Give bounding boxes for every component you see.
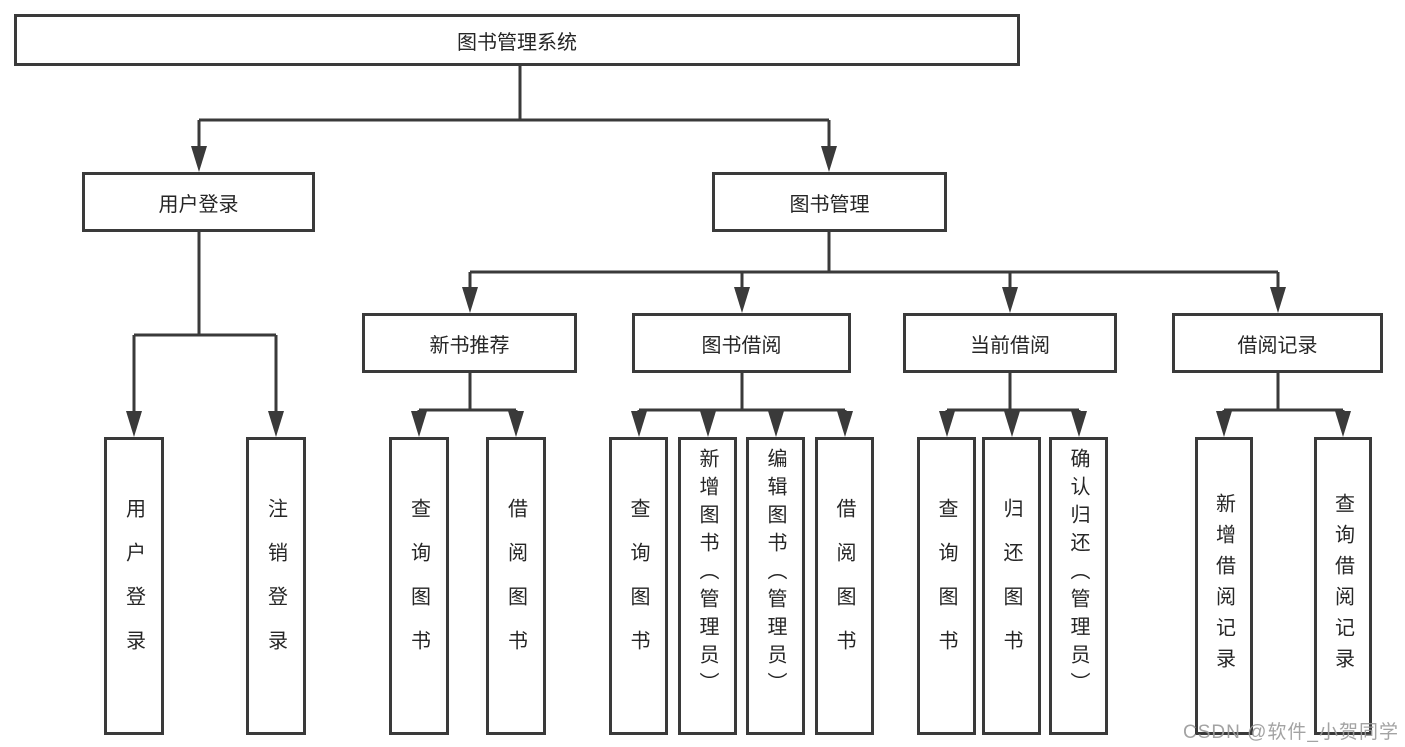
node-library-management-system: 图书管理系统 [14,14,1020,66]
node-label: 新书推荐 [429,334,510,357]
node-label: 图书管理系统 [457,31,577,54]
leaf-label: 新增借阅记录 [1212,493,1235,679]
node-label: 图书借阅 [701,334,782,357]
node-borrowing-records: 借阅记录 [1172,313,1383,373]
leaf-label: 查询图书 [627,498,649,674]
leaf-label: 编辑图书（管理员） [764,448,786,700]
node-book-management: 图书管理 [712,172,947,232]
leaf-borrow-books: 借阅图书 [815,437,874,735]
node-book-borrowing: 图书借阅 [632,313,851,373]
leaf-query-borrowing-record: 查询借阅记录 [1314,437,1372,735]
leaf-query-books: 查询图书 [389,437,449,735]
node-label: 图书管理 [789,193,870,216]
leaf-return-books: 归还图书 [982,437,1041,735]
leaf-add-borrowing-record: 新增借阅记录 [1195,437,1253,735]
leaf-label: 归还图书 [1000,498,1022,674]
leaf-label: 借阅图书 [833,498,855,674]
node-label: 借阅记录 [1237,334,1318,357]
leaf-user-login: 用户登录 [104,437,164,735]
leaf-label: 用户登录 [122,498,145,674]
node-current-borrowing: 当前借阅 [903,313,1117,373]
leaf-label: 确认归还（管理员） [1067,448,1089,700]
leaf-logout: 注销登录 [246,437,306,735]
leaf-label: 注销登录 [264,498,287,674]
leaf-confirm-return-admin: 确认归还（管理员） [1049,437,1108,735]
leaf-label: 查询图书 [407,498,430,674]
leaf-label: 查询图书 [935,498,957,674]
leaf-query-books: 查询图书 [917,437,976,735]
leaf-label: 借阅图书 [504,498,527,674]
node-new-book-recommendation: 新书推荐 [362,313,577,373]
node-label: 当前借阅 [970,334,1050,357]
leaf-borrow-books: 借阅图书 [486,437,546,735]
leaf-label: 查询借阅记录 [1331,493,1354,679]
leaf-edit-book-admin: 编辑图书（管理员） [746,437,805,735]
leaf-label: 新增图书（管理员） [696,448,718,700]
csdn-watermark: CSDN @软件_小贺同学 [1183,722,1399,743]
leaf-add-book-admin: 新增图书（管理员） [678,437,737,735]
leaf-query-books: 查询图书 [609,437,668,735]
node-user-login: 用户登录 [82,172,315,232]
node-label: 用户登录 [158,193,239,216]
